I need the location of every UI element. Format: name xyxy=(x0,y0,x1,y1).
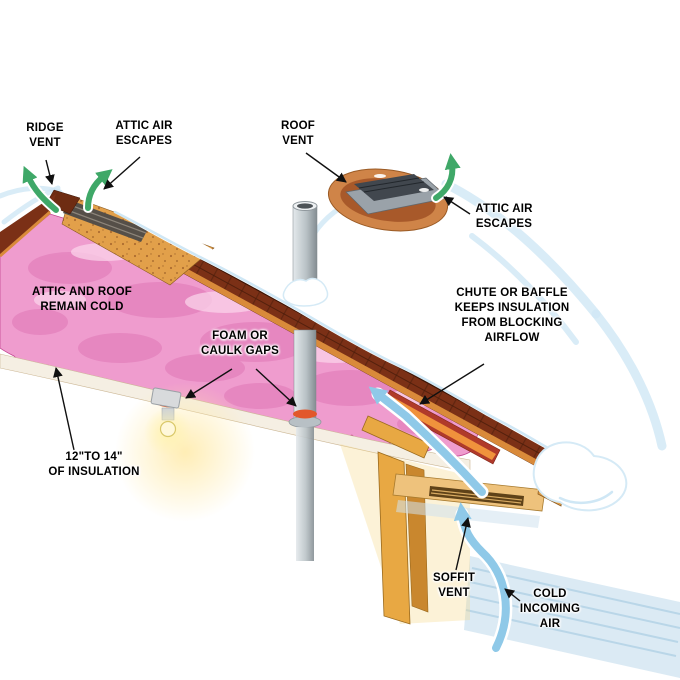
leader-attic-air-left-arrow xyxy=(103,156,141,190)
label-cold-incoming-air: COLD INCOMING AIR xyxy=(519,588,581,630)
cold-air-arrow-baffle-icon xyxy=(368,386,489,499)
vent-pipe xyxy=(282,201,329,561)
leader-foam-right-arrow xyxy=(255,368,297,407)
caulk-seal-pipe xyxy=(293,409,317,419)
leader-attic-air-right-arrow xyxy=(443,196,471,215)
wall-top-plate xyxy=(361,415,431,459)
snow-drift-eave xyxy=(532,441,628,512)
leader-ridge-vent-arrow xyxy=(44,159,55,185)
label-ridge-vent: RIDGE VENT xyxy=(26,122,64,149)
roof-vent-assembly xyxy=(327,168,449,232)
light-bulb xyxy=(159,420,177,438)
label-insulation-depth: 12"TO 14" OF INSULATION xyxy=(48,451,140,478)
snow-mound-pipe xyxy=(282,277,329,307)
label-soffit-vent: SOFFIT VENT xyxy=(432,572,476,599)
air-escape-arrow-roof-vent-icon xyxy=(431,153,461,203)
leader-soffit-vent-arrow xyxy=(455,517,471,571)
air-escape-arrow-ridge-left-icon xyxy=(22,165,61,215)
wall-stud-2 xyxy=(405,463,429,613)
ceiling-junction-box xyxy=(150,387,182,409)
label-foam-or-caulk-gaps: FOAM OR CAULK GAPS xyxy=(200,330,280,357)
label-attic-air-escapes-left: ATTIC AIR ESCAPES xyxy=(115,120,173,147)
leader-roof-vent-arrow xyxy=(305,152,347,183)
leader-foam-left-arrow xyxy=(185,368,233,399)
label-roof-vent: ROOF VENT xyxy=(280,120,316,147)
label-attic-and-roof-remain-cold: ATTIC AND ROOF REMAIN COLD xyxy=(32,286,132,313)
leader-insulation-arrow xyxy=(53,367,75,451)
leader-chute-arrow xyxy=(419,363,485,405)
left-roof-plane xyxy=(0,194,56,256)
leader-arrows xyxy=(44,152,521,602)
air-escape-arrow-ridge-right-icon xyxy=(83,169,113,213)
label-attic-air-escapes-right: ATTIC AIR ESCAPES xyxy=(475,203,533,230)
snow-on-roof xyxy=(112,196,628,512)
leader-cold-air-arrow xyxy=(504,588,521,602)
label-chute-or-baffle: CHUTE OR BAFFLE KEEPS INSULATION FROM BL… xyxy=(454,287,570,344)
